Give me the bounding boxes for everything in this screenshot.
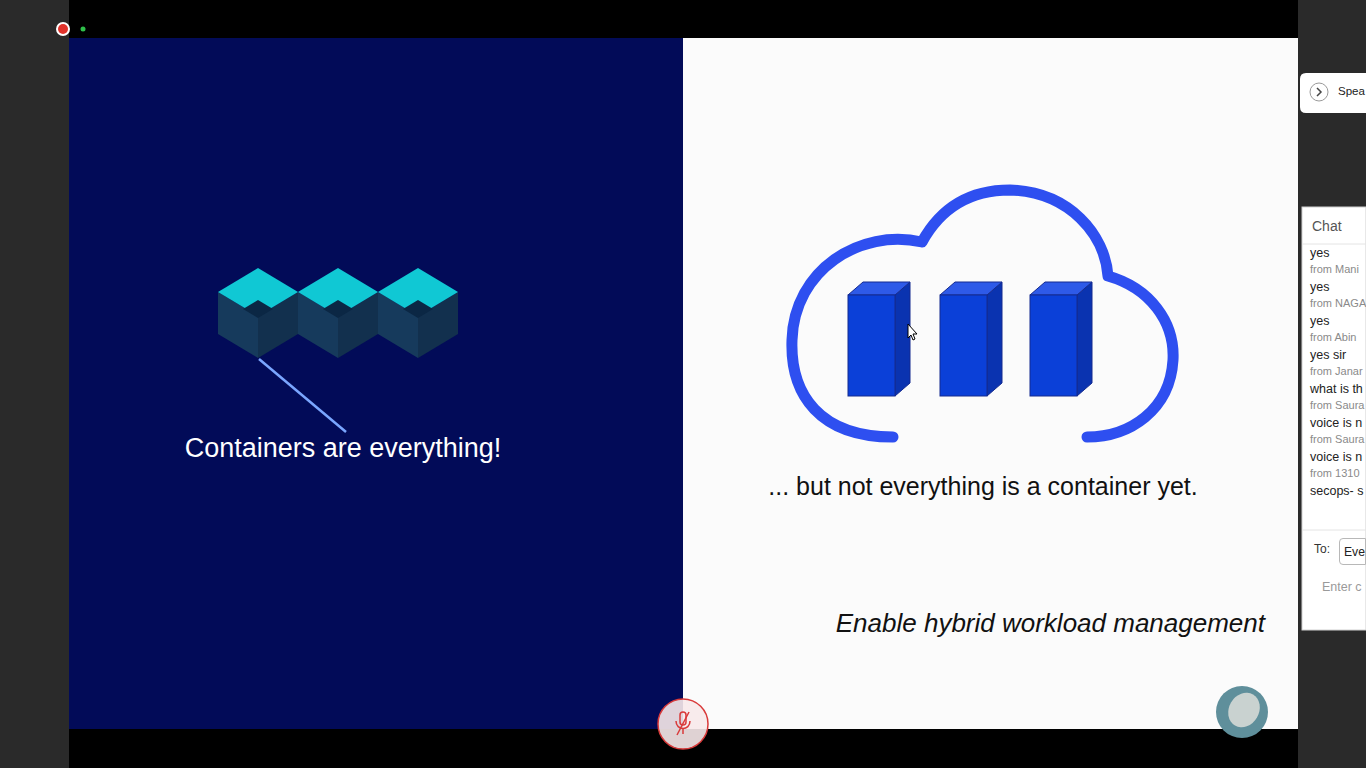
cube — [298, 268, 378, 358]
mouse-cursor — [908, 324, 917, 340]
slide-left-band — [69, 38, 683, 729]
chat-divider — [1302, 244, 1366, 245]
expand-button — [1310, 83, 1328, 101]
chat-sender: from Mani — [1310, 263, 1359, 276]
panel-title: Chat — [1312, 218, 1342, 234]
panel-title: Eve — [1344, 545, 1365, 559]
container-cubes — [218, 268, 458, 358]
chat-message: yes sir — [1310, 348, 1346, 362]
chat-message: yes — [1310, 246, 1329, 260]
server-block — [940, 282, 1002, 396]
letterbox — [69, 0, 1298, 768]
chat-message: yes — [1310, 280, 1329, 294]
chat-divider — [1302, 530, 1366, 531]
slide-tagline: Enable hybrid workload management — [836, 609, 1265, 639]
speaker-tab: Spea — [1300, 73, 1366, 113]
chat-message: voice is n — [1310, 416, 1362, 430]
slide-band: Containers are everything! — [69, 38, 683, 729]
chat-message: secops- s — [1310, 484, 1364, 498]
video-avatar — [1216, 686, 1268, 738]
speaker-tab-background — [1300, 73, 1366, 113]
record-ring — [56, 22, 70, 36]
slide-band: ... but not everything is a container ye… — [683, 38, 1298, 729]
cube — [378, 268, 458, 358]
slide-right-band — [683, 38, 1298, 729]
mute-button — [658, 699, 708, 749]
server-block — [1030, 282, 1092, 396]
server-blocks — [848, 282, 1092, 396]
chat-sender: from Saura — [1310, 399, 1364, 412]
mic-icon — [676, 712, 690, 735]
chat-sender: from 1310 — [1310, 467, 1360, 480]
chat-message: yes — [1310, 314, 1329, 328]
recipient-dropdown: Eve — [1339, 538, 1366, 565]
chat-message: voice is n — [1310, 450, 1362, 464]
chat-panel-background — [1302, 207, 1366, 630]
cube — [218, 268, 298, 358]
leader-line — [259, 359, 346, 432]
status-dot — [81, 27, 86, 32]
chevron-icon — [1317, 88, 1321, 96]
record-dot — [58, 24, 68, 34]
field-label: To: — [1314, 543, 1330, 557]
chat-sender: from NAGA — [1310, 297, 1366, 310]
chat-sender: from Janar — [1310, 365, 1363, 378]
panel-title: Spea — [1338, 85, 1365, 98]
cloud-outline — [792, 190, 1173, 437]
chat-sender: from Saura — [1310, 433, 1364, 446]
chat-sender: from Abin — [1310, 331, 1356, 344]
chat-message: what is th — [1310, 382, 1363, 396]
slide-statement: ... but not everything is a container ye… — [768, 472, 1197, 501]
slide-statement: Containers are everything! — [185, 433, 502, 464]
server-block — [848, 282, 910, 396]
avatar-highlight — [1222, 687, 1266, 733]
input-placeholder: Enter c — [1322, 580, 1362, 594]
